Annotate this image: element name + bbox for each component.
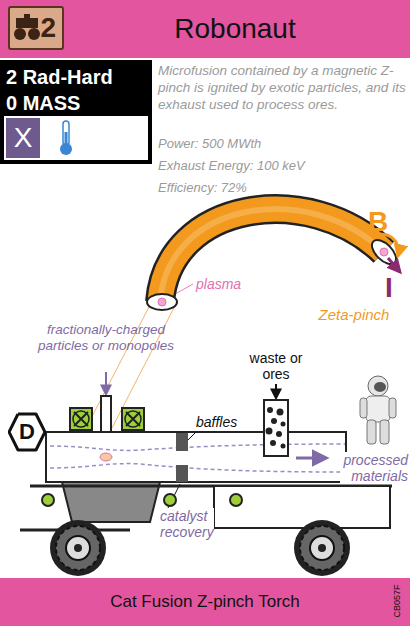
wheel-part — [50, 520, 106, 576]
ore-hopper-part — [275, 384, 277, 398]
zeta-pinch-tube-part — [160, 209, 384, 302]
astronaut-figure-part — [389, 398, 396, 418]
caption-band: Cat Fusion Z-pinch Torch — [0, 578, 410, 626]
ore-hopper-part — [277, 409, 284, 416]
exhaust-stat: Exhaust Energy: 100 keV — [158, 158, 406, 173]
catalyst-recovery-part — [62, 482, 160, 522]
torch-tube-part — [50, 444, 345, 450]
zeta-pinch-tube-part — [147, 294, 177, 310]
node-text: 0 MASS — [6, 90, 146, 116]
particles-label: fractionally-charged particles or monopo… — [30, 322, 182, 354]
baffle-part — [176, 465, 188, 482]
waste-label: waste or ores — [240, 350, 312, 382]
description-text: Microfusion contained by a magnetic Z-pi… — [158, 62, 406, 113]
ore-hopper-part — [271, 418, 277, 424]
ore-hopper-part — [266, 428, 273, 435]
astronaut-figure-part — [366, 396, 390, 422]
zeta-pinch-tube-part — [380, 248, 388, 256]
wheel-part — [66, 536, 90, 560]
wheel-part — [74, 544, 82, 552]
node-text: 2 — [40, 12, 56, 44]
wheel-part — [310, 536, 334, 560]
coil-symbol-part — [70, 408, 92, 430]
ore-hopper-part — [270, 440, 276, 446]
baffles-label: baffles — [196, 414, 256, 430]
cart-frame-part — [230, 494, 242, 506]
title-band: 2 Robonaut — [0, 0, 410, 58]
card-code: CB057F — [392, 576, 402, 626]
node-text: Robonaut — [174, 13, 295, 45]
zeta-pinch-tube-part — [372, 234, 399, 256]
astronaut-figure-part — [368, 376, 388, 396]
ore-hopper-part — [276, 431, 282, 437]
plasma-label: plasma — [196, 276, 256, 292]
node-text: Cat Fusion Z-pinch Torch — [110, 592, 300, 612]
power-stat: Power: 500 MWth — [158, 136, 406, 151]
torch-tube-part — [46, 432, 346, 482]
wheel-part — [318, 544, 326, 552]
thermometer-part — [65, 132, 68, 146]
torch-tube-part — [296, 457, 326, 460]
ore-hopper-part — [267, 407, 273, 413]
coil-symbol-part — [125, 411, 141, 427]
efficiency-stat: Efficiency: 72% — [158, 180, 406, 195]
node-text: D — [19, 419, 35, 445]
thermometer-part — [63, 121, 69, 145]
robonaut-icon-part — [14, 28, 26, 40]
zeta-pinch-label: Zeta-pinch — [306, 306, 402, 323]
astronaut-figure-part — [367, 420, 376, 444]
node-text: 2 Rad-Hard — [6, 64, 146, 90]
hexagon-outline-part — [9, 414, 45, 450]
ore-hopper-part — [264, 400, 288, 456]
processed-label: processed materials — [340, 452, 408, 484]
current-label: I — [385, 272, 405, 304]
torch-tube-part — [50, 464, 345, 472]
cart-frame-part — [214, 486, 390, 528]
astronaut-figure-part — [360, 398, 367, 418]
torch-tube — [46, 432, 346, 482]
baffle — [176, 432, 196, 482]
ore-hopper — [264, 384, 288, 456]
wheel-part — [300, 526, 344, 570]
tech-icon-box: 2 — [8, 6, 64, 50]
zeta-pinch-tube-part — [388, 258, 400, 272]
ore-hopper-part — [281, 444, 286, 449]
robonaut-icon-part — [28, 28, 40, 40]
coil-symbol-part — [73, 411, 89, 427]
robonaut-icon-part — [24, 14, 30, 20]
catalyst-label: catalyst recovery — [160, 508, 214, 540]
coil-symbol-part — [122, 408, 144, 430]
field-label: B — [368, 206, 398, 238]
astronaut-figure — [360, 376, 396, 444]
zeta-pinch-tube — [147, 209, 400, 310]
radiator-x-box: X — [6, 118, 40, 158]
baffle-part — [176, 433, 188, 451]
cart-frame-part — [42, 494, 54, 506]
wheel-part — [56, 526, 100, 570]
zeta-pinch-tube-part — [160, 209, 384, 302]
zeta-pinch-tube-part — [160, 209, 384, 302]
zeta-pinch-tube-part — [158, 298, 166, 306]
coil-symbol-part — [126, 412, 140, 426]
stats-box: 2 Rad-Hard0 MASS X — [0, 60, 152, 164]
torch-tube-part — [100, 453, 112, 461]
wheel-part — [294, 520, 350, 576]
coil-symbol-part — [74, 412, 88, 426]
cart-frame-part — [164, 494, 176, 506]
ore-hopper-part — [281, 422, 286, 427]
class-hexagon: D — [8, 412, 46, 452]
node-text: X — [14, 122, 33, 154]
coil-symbol — [70, 408, 144, 430]
astronaut-figure-part — [374, 382, 386, 392]
astronaut-figure-part — [380, 420, 389, 444]
baffle-part — [188, 432, 196, 440]
injection-arrow — [105, 372, 107, 394]
thermometer-icon — [56, 118, 76, 158]
